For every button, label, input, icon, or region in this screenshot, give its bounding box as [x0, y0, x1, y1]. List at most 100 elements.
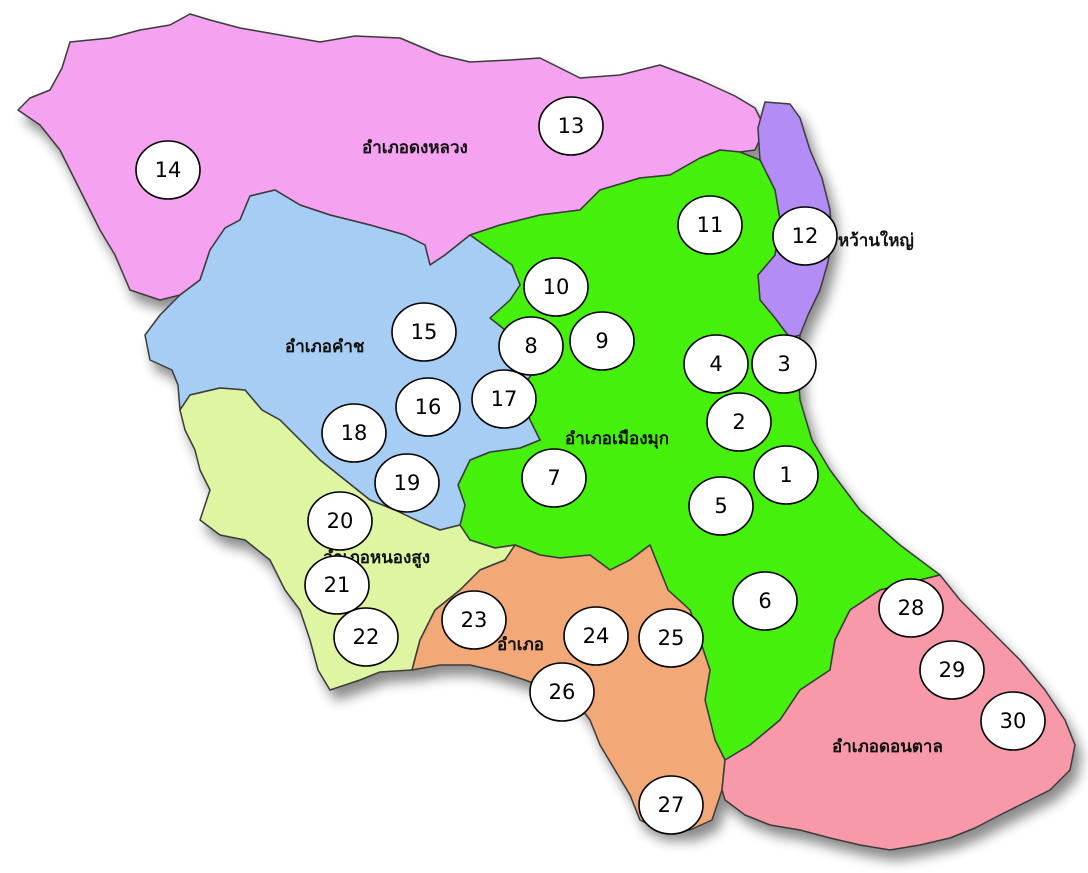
marker-19[interactable]: 19: [374, 453, 440, 513]
marker-circle[interactable]: [732, 571, 798, 631]
marker-11[interactable]: 11: [677, 195, 743, 255]
marker-number: 11: [697, 213, 724, 237]
marker-number: 8: [524, 334, 537, 358]
marker-number: 25: [658, 626, 685, 650]
marker-circle[interactable]: [521, 448, 587, 508]
marker-circle[interactable]: [919, 640, 985, 700]
marker-30[interactable]: 30: [980, 691, 1046, 751]
marker-24[interactable]: 24: [563, 606, 629, 666]
marker-number: 2: [732, 410, 745, 434]
marker-12[interactable]: 12: [772, 206, 838, 266]
marker-number: 13: [558, 114, 585, 138]
label-nikhom: อำเภอ: [497, 635, 544, 655]
marker-circle[interactable]: [529, 662, 595, 722]
marker-circle[interactable]: [538, 96, 604, 156]
marker-26[interactable]: 26: [529, 662, 595, 722]
district-labels: อำเภอดงหลวง หว้านใหญ่ อำเภอเมืองมุก อำเภ…: [285, 138, 943, 757]
marker-10[interactable]: 10: [523, 257, 589, 317]
marker-number: 16: [415, 395, 442, 419]
marker-number: 14: [155, 158, 182, 182]
marker-18[interactable]: 18: [321, 403, 387, 463]
marker-circle[interactable]: [498, 316, 564, 376]
marker-circle[interactable]: [638, 608, 704, 668]
marker-circle[interactable]: [135, 140, 201, 200]
marker-circle[interactable]: [563, 606, 629, 666]
marker-number: 15: [411, 320, 438, 344]
label-mueang: อำเภอเมืองมุก: [565, 428, 669, 449]
marker-circle[interactable]: [980, 691, 1046, 751]
district-khamcha-i-region[interactable]: [144, 189, 541, 531]
marker-circle[interactable]: [374, 453, 440, 513]
marker-circle[interactable]: [753, 445, 819, 505]
marker-29[interactable]: 29: [919, 640, 985, 700]
marker-circle[interactable]: [523, 257, 589, 317]
marker-13[interactable]: 13: [538, 96, 604, 156]
marker-8[interactable]: 8: [498, 316, 564, 376]
marker-number: 5: [714, 494, 727, 518]
marker-number: 17: [491, 387, 518, 411]
label-khamcha-i: อำเภอคำช: [285, 337, 365, 357]
marker-20[interactable]: 20: [307, 491, 373, 551]
marker-27[interactable]: 27: [638, 775, 704, 835]
marker-4[interactable]: 4: [683, 334, 749, 394]
marker-circle[interactable]: [333, 607, 399, 667]
marker-circle[interactable]: [772, 206, 838, 266]
marker-circle[interactable]: [878, 578, 944, 638]
marker-circle[interactable]: [688, 476, 754, 536]
marker-number: 21: [324, 573, 351, 597]
marker-number: 24: [583, 624, 610, 648]
marker-circle[interactable]: [683, 334, 749, 394]
marker-circle[interactable]: [395, 377, 461, 437]
marker-22[interactable]: 22: [333, 607, 399, 667]
marker-5[interactable]: 5: [688, 476, 754, 536]
district-don-tan-region[interactable]: [721, 574, 1076, 851]
marker-9[interactable]: 9: [569, 311, 635, 371]
marker-number: 3: [777, 352, 790, 376]
marker-circle[interactable]: [706, 392, 772, 452]
marker-number: 9: [595, 329, 608, 353]
marker-number: 7: [547, 466, 560, 490]
marker-25[interactable]: 25: [638, 608, 704, 668]
marker-number: 23: [461, 608, 488, 632]
marker-number: 20: [327, 509, 354, 533]
marker-circle[interactable]: [441, 590, 507, 650]
marker-number: 12: [792, 224, 819, 248]
marker-1[interactable]: 1: [753, 445, 819, 505]
marker-circle[interactable]: [391, 302, 457, 362]
marker-23[interactable]: 23: [441, 590, 507, 650]
marker-number: 27: [658, 793, 685, 817]
marker-circle[interactable]: [471, 369, 537, 429]
label-don-tan: อำเภอดอนตาล: [832, 737, 943, 757]
marker-circle[interactable]: [751, 334, 817, 394]
marker-number: 26: [549, 680, 576, 704]
marker-circle[interactable]: [638, 775, 704, 835]
marker-15[interactable]: 15: [391, 302, 457, 362]
marker-circle[interactable]: [307, 491, 373, 551]
marker-14[interactable]: 14: [135, 140, 201, 200]
marker-2[interactable]: 2: [706, 392, 772, 452]
marker-number: 10: [543, 275, 570, 299]
marker-circle[interactable]: [321, 403, 387, 463]
marker-16[interactable]: 16: [395, 377, 461, 437]
marker-number: 6: [758, 589, 771, 613]
marker-number: 19: [394, 471, 421, 495]
marker-21[interactable]: 21: [304, 555, 370, 615]
marker-28[interactable]: 28: [878, 578, 944, 638]
marker-number: 28: [898, 596, 925, 620]
marker-number: 22: [353, 625, 380, 649]
marker-number: 4: [709, 352, 722, 376]
marker-6[interactable]: 6: [732, 571, 798, 631]
marker-17[interactable]: 17: [471, 369, 537, 429]
label-wan-yai: หว้านใหญ่: [838, 230, 914, 251]
marker-3[interactable]: 3: [751, 334, 817, 394]
marker-number: 30: [1000, 709, 1027, 733]
marker-circle[interactable]: [569, 311, 635, 371]
marker-circle[interactable]: [304, 555, 370, 615]
marker-circle[interactable]: [677, 195, 743, 255]
marker-number: 18: [341, 421, 368, 445]
marker-number: 1: [779, 463, 792, 487]
marker-7[interactable]: 7: [521, 448, 587, 508]
